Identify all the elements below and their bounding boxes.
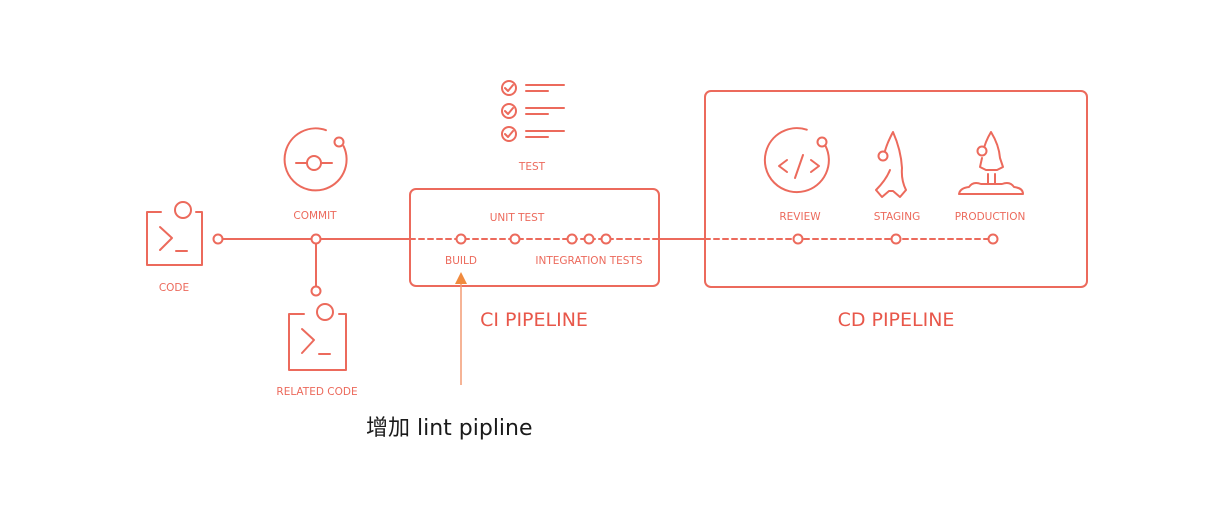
checklist-icon (501, 80, 565, 142)
commit-label: COMMIT (293, 210, 337, 222)
related-code-label: RELATED CODE (276, 386, 357, 398)
rocket-icon (875, 131, 907, 198)
terminal-icon (288, 303, 347, 371)
staging-node (890, 233, 902, 245)
ci-pipeline-box (409, 188, 660, 287)
production-label: PRODUCTION (955, 211, 1026, 223)
cd-pipeline-box (704, 90, 1088, 288)
rocket-launch-icon (958, 131, 1024, 195)
unit-test-label: UNIT TEST (490, 212, 545, 224)
cd-pipeline-title: CD PIPELINE (838, 309, 955, 331)
production-node (987, 233, 999, 245)
integration-test-node-3 (600, 233, 612, 245)
annotation-arrow (455, 272, 467, 385)
build-label: BUILD (445, 255, 477, 267)
code-label: CODE (159, 282, 189, 294)
integration-test-node-2 (583, 233, 595, 245)
integration-tests-label: INTEGRATION TESTS (535, 255, 642, 267)
test-label: TEST (518, 161, 546, 173)
integration-test-node-1 (566, 233, 578, 245)
ci-pipeline-title: CI PIPELINE (480, 309, 588, 331)
commit-node (310, 233, 322, 245)
code-review-icon (763, 127, 830, 194)
terminal-icon (146, 201, 203, 266)
review-node (792, 233, 804, 245)
staging-label: STAGING (874, 211, 921, 223)
related-code-node (310, 285, 322, 297)
code-node (212, 233, 224, 245)
unit-test-node (509, 233, 521, 245)
review-label: REVIEW (779, 211, 821, 223)
commit-icon (283, 127, 348, 192)
build-node (455, 233, 467, 245)
annotation-text: 增加 lint pipline (366, 416, 533, 441)
